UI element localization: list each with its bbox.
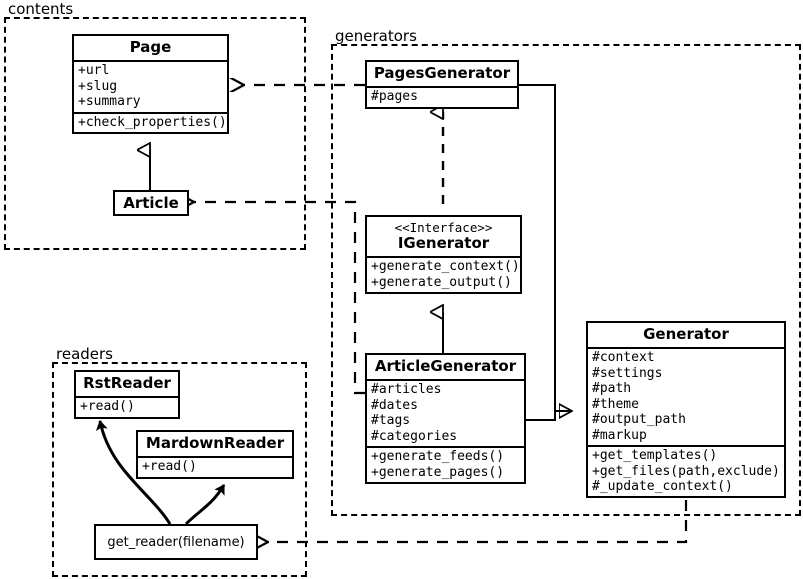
package-contents-label: contents <box>6 0 76 18</box>
class-member: #settings <box>592 365 663 381</box>
class-member: #context <box>592 350 655 366</box>
class-box-mardown-reader[interactable]: MardownReader +read() <box>136 430 294 479</box>
class-member: +generate_pages() <box>371 464 505 480</box>
class-attributes-article-generator: #articles #dates #tags #categories <box>367 379 524 447</box>
class-box-generator[interactable]: Generator #context #settings #path #them… <box>586 321 786 499</box>
class-title-article: Article <box>123 194 179 212</box>
class-box-article-generator[interactable]: ArticleGenerator #articles #dates #tags … <box>365 353 526 485</box>
class-attributes-page: +url +slug +summary <box>74 60 227 112</box>
package-generators-label: generators <box>333 27 419 45</box>
class-member: #markup <box>592 427 647 443</box>
class-member: #theme <box>592 396 639 412</box>
class-member: +generate_output() <box>371 274 512 290</box>
class-attributes-generator: #context #settings #path #theme #output_… <box>588 347 784 446</box>
class-member: +generate_feeds() <box>371 449 505 465</box>
class-title-page: Page <box>74 36 227 61</box>
class-operations-igenerator: +generate_context() +generate_output() <box>367 256 520 293</box>
class-member: #articles <box>371 382 442 398</box>
class-member: +get_templates() <box>592 448 718 464</box>
class-box-rst-reader[interactable]: RstReader +read() <box>74 370 180 419</box>
class-member: +url <box>78 63 110 79</box>
class-member: #path <box>592 381 632 397</box>
class-stereotype-igenerator: <<Interface>> <box>394 220 493 235</box>
class-box-article[interactable]: Article <box>113 190 189 216</box>
class-title-mardown-reader: MardownReader <box>138 432 292 457</box>
class-member: +get_files(path,exclude) <box>592 463 780 479</box>
class-name-igenerator: IGenerator <box>397 234 490 252</box>
class-title-article-generator: ArticleGenerator <box>367 355 524 380</box>
class-title-generator: Generator <box>588 323 784 348</box>
class-box-page[interactable]: Page +url +slug +summary +check_properti… <box>72 34 229 135</box>
class-operations-rst-reader: +read() <box>76 396 178 417</box>
class-box-igenerator[interactable]: <<Interface>> IGenerator +generate_conte… <box>365 215 522 295</box>
package-contents <box>4 17 306 250</box>
class-member: +generate_context() <box>371 259 520 275</box>
class-member: +read() <box>80 399 135 415</box>
class-member: #categories <box>371 428 458 444</box>
class-member: #dates <box>371 397 418 413</box>
class-attributes-pages-generator: #pages <box>367 86 517 107</box>
class-member: +check_properties() <box>78 114 227 130</box>
package-readers-label: readers <box>54 345 115 363</box>
class-member: +summary <box>78 94 141 110</box>
package-readers <box>52 362 307 577</box>
class-member: #tags <box>371 413 411 429</box>
class-member: +slug <box>78 78 118 94</box>
class-member: +read() <box>142 459 197 475</box>
function-label-get-reader: get_reader(filename) <box>107 534 245 550</box>
class-title-pages-generator: PagesGenerator <box>367 62 517 87</box>
class-member: #pages <box>371 89 418 105</box>
class-title-rst-reader: RstReader <box>76 372 178 397</box>
class-operations-mardown-reader: +read() <box>138 456 292 477</box>
class-title-igenerator: <<Interface>> IGenerator <box>367 217 520 257</box>
class-member: #output_path <box>592 412 686 428</box>
class-operations-generator: +get_templates() +get_files(path,exclude… <box>588 445 784 497</box>
class-operations-article-generator: +generate_feeds() +generate_pages() <box>367 446 524 483</box>
class-member: #_update_context() <box>592 479 733 494</box>
class-box-pages-generator[interactable]: PagesGenerator #pages <box>365 60 519 109</box>
function-box-get-reader[interactable]: get_reader(filename) <box>94 524 258 560</box>
class-operations-page: +check_properties() <box>74 111 227 133</box>
